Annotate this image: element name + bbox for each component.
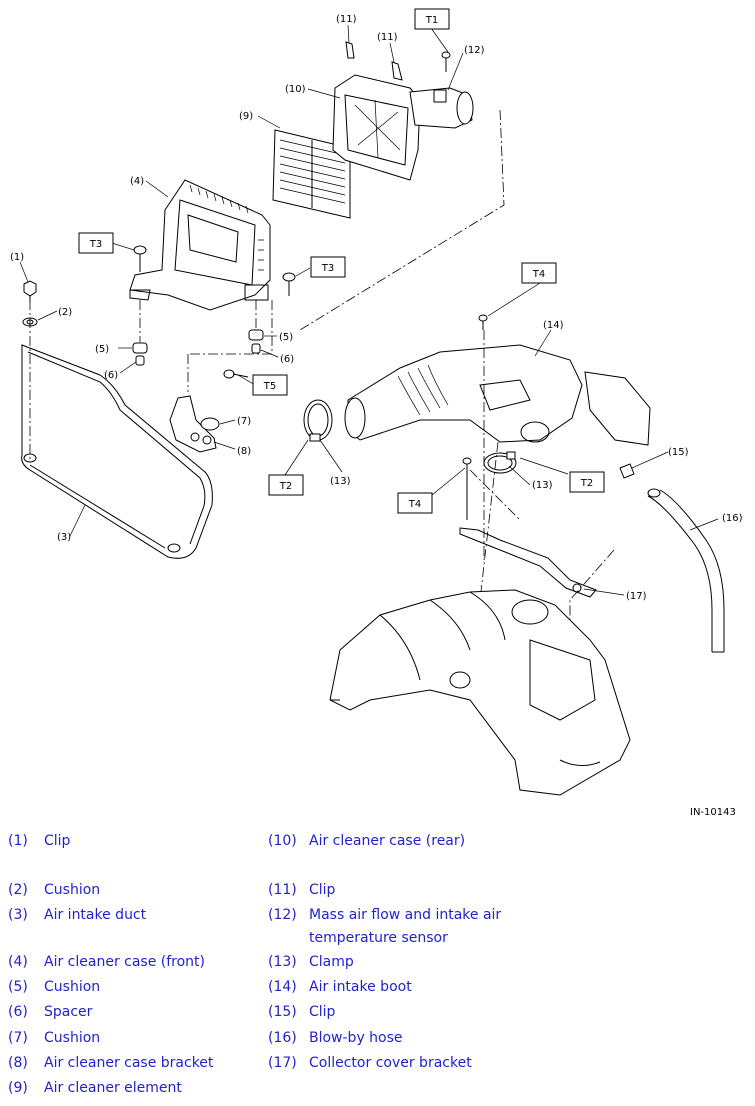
air-cleaner-case-rear-part-10 (332, 74, 421, 181)
svg-text:T4: T4 (532, 269, 545, 280)
intake-manifold (329, 589, 631, 796)
callout-15: (15) (668, 447, 689, 458)
figure-id: IN-10143 (690, 807, 736, 818)
callout-1: (1) (10, 252, 24, 263)
screw-t4-lower (462, 457, 472, 520)
torque-tag-t2-left: T2 (268, 474, 304, 496)
exploded-parts-diagram: (1) (2) (3) (4) (5) (5) (6) (6) (7) (8) … (10, 8, 743, 796)
leader-lines (19, 24, 719, 596)
callout-4: (4) (130, 176, 144, 187)
callout-14: (14) (543, 320, 564, 331)
torque-tag-t1: T1 (414, 8, 450, 30)
cushion-part-7 (200, 417, 220, 431)
screw-t1 (441, 51, 451, 72)
clamp-part-13-right (483, 451, 517, 474)
air-cleaner-case-front-part-4 (129, 179, 271, 311)
clip-part-1 (23, 280, 37, 302)
svg-text:T2: T2 (580, 478, 593, 489)
callout-3: (3) (57, 532, 71, 543)
torque-tag-t4-lower: T4 (397, 492, 433, 514)
svg-text:T3: T3 (89, 239, 102, 250)
air-cleaner-element-part-9 (272, 129, 351, 219)
svg-text:T1: T1 (425, 15, 438, 26)
torque-tag-t3-right: T3 (310, 256, 346, 278)
callout-9: (9) (239, 111, 253, 122)
bolt-t5 (223, 369, 249, 379)
mass-air-flow-sensor-part-12 (409, 87, 474, 129)
svg-text:T2: T2 (279, 481, 292, 492)
callout-6-left: (6) (104, 370, 118, 381)
callout-13-right: (13) (532, 480, 553, 491)
screw-t4-top (478, 314, 488, 330)
torque-tag-t4-top: T4 (521, 262, 557, 284)
callout-6-right: (6) (280, 354, 294, 365)
bolt-t3-right (282, 272, 296, 296)
air-intake-duct-part-3 (21, 344, 213, 559)
clip-part-15 (619, 463, 635, 479)
clip-part-11-b (391, 61, 403, 81)
air-intake-boot-part-14 (344, 344, 651, 446)
callout-17: (17) (626, 591, 647, 602)
callout-11-a: (11) (336, 14, 357, 25)
torque-tag-t2-right: T2 (569, 471, 605, 493)
callout-13-left: (13) (330, 476, 351, 487)
callout-5-left: (5) (95, 344, 109, 355)
callout-labels: (1) (2) (3) (4) (5) (5) (6) (6) (7) (8) … (10, 14, 743, 602)
svg-text:T5: T5 (263, 381, 276, 392)
callout-10: (10) (285, 84, 306, 95)
callout-11-b: (11) (377, 32, 398, 43)
callout-16: (16) (722, 513, 743, 524)
collector-cover-bracket-part-17 (459, 527, 597, 598)
callout-8: (8) (237, 446, 251, 457)
callout-12: (12) (464, 45, 485, 56)
torque-tag-t3-left: T3 (78, 232, 114, 254)
spacer-part-6-left (135, 355, 145, 366)
callout-2: (2) (58, 307, 72, 318)
spacer-part-6-right (251, 343, 261, 354)
callout-7: (7) (237, 416, 251, 427)
svg-text:T3: T3 (321, 263, 334, 274)
svg-text:T4: T4 (408, 499, 421, 510)
blow-by-hose-part-16 (647, 488, 725, 653)
clip-part-11-a (345, 41, 355, 59)
callout-5-right: (5) (279, 332, 293, 343)
torque-tag-t5: T5 (252, 374, 288, 396)
cushion-part-5-right (248, 329, 264, 341)
air-cleaner-case-bracket-part-8 (169, 395, 217, 453)
clamp-part-13-left (303, 399, 333, 442)
bolt-t3-left (133, 245, 147, 272)
cushion-part-5-left (132, 342, 148, 354)
